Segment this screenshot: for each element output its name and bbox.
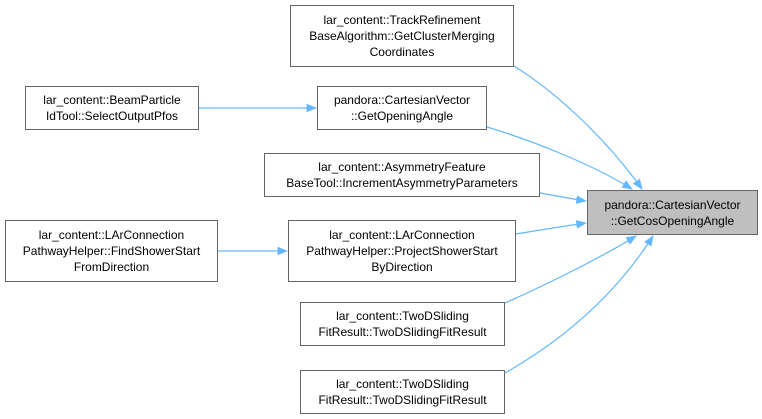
node-lar-connection-pathway-helper-project-shower-start-by-direction[interactable]: lar_content::LArConnection PathwayHelper… (288, 220, 516, 282)
node-label-line: FitResult::TwoDSlidingFitResult (318, 393, 487, 407)
node-label-line: PathwayHelper::FindShowerStart (22, 244, 201, 258)
node-label-line: BaseAlgorithm::GetClusterMerging (309, 29, 495, 43)
edge-asymmetry-feature-base-tool-increment-asymmetry-parameters-to-cartesian-vector-get-cos-opening-angle (539, 192, 588, 204)
node-cartesian-vector-get-cos-opening-angle: pandora::CartesianVector ::GetCosOpening… (587, 190, 758, 235)
node-asymmetry-feature-base-tool-increment-asymmetry-parameters[interactable]: lar_content::AsymmetryFeature BaseTool::… (264, 153, 540, 197)
node-two-d-sliding-fit-result-1[interactable]: lar_content::TwoDSliding FitResult::TwoD… (300, 302, 505, 346)
node-label-line: ByDirection (371, 260, 433, 274)
node-label-line: BaseTool::IncrementAsymmetryParameters (286, 176, 518, 190)
node-label-line: PathwayHelper::ProjectShowerStart (306, 244, 498, 258)
node-cartesian-vector-get-opening-angle[interactable]: pandora::CartesianVector ::GetOpeningAng… (317, 86, 487, 130)
node-label-line: lar_content::LArConnection (329, 228, 475, 242)
edge-track-refinement-get-cluster-merging-coordinates-to-cartesian-vector-get-cos-opening-angle (513, 65, 643, 190)
edge-two-d-sliding-fit-result-2-to-cartesian-vector-get-cos-opening-angle (504, 235, 654, 374)
node-label-line: pandora::CartesianVector (604, 197, 741, 212)
node-lar-connection-pathway-helper-find-shower-start-from-direction[interactable]: lar_content::LArConnection PathwayHelper… (5, 220, 218, 282)
node-label-line: Coordinates (369, 45, 435, 59)
node-label-line: lar_content::LArConnection (38, 228, 185, 242)
node-label-line: FromDirection (73, 260, 150, 274)
node-label-line: lar_content::TwoDSliding (336, 377, 469, 391)
node-label-line: IdTool::SelectOutputPfos (45, 109, 179, 123)
node-label-line: pandora::CartesianVector (333, 93, 471, 107)
node-label-line: lar_content::BeamParticle (43, 93, 181, 107)
edge-lar-connection-pathway-helper-project-shower-start-by-direction-to-cartesian-vector-get-cos-opening-angle (515, 220, 588, 235)
edge-two-d-sliding-fit-result-1-to-cartesian-vector-get-cos-opening-angle (504, 235, 637, 304)
node-label-line: ::GetCosOpeningAngle (610, 213, 735, 228)
edge-cartesian-vector-get-opening-angle-to-cartesian-vector-get-cos-opening-angle (486, 126, 633, 190)
node-track-refinement-get-cluster-merging-coordinates[interactable]: lar_content::TrackRefinement BaseAlgorit… (290, 5, 514, 67)
node-beam-particle-id-tool-select-output-pfos[interactable]: lar_content::BeamParticle IdTool::Select… (25, 86, 199, 130)
node-label-line: ::GetOpeningAngle (350, 109, 454, 123)
node-label-line: lar_content::TwoDSliding (336, 309, 469, 323)
node-label-line: lar_content::AsymmetryFeature (318, 160, 486, 174)
node-label-line: FitResult::TwoDSlidingFitResult (318, 325, 487, 339)
node-two-d-sliding-fit-result-2[interactable]: lar_content::TwoDSliding FitResult::TwoD… (300, 370, 505, 414)
node-label-line: lar_content::TrackRefinement (323, 13, 481, 27)
